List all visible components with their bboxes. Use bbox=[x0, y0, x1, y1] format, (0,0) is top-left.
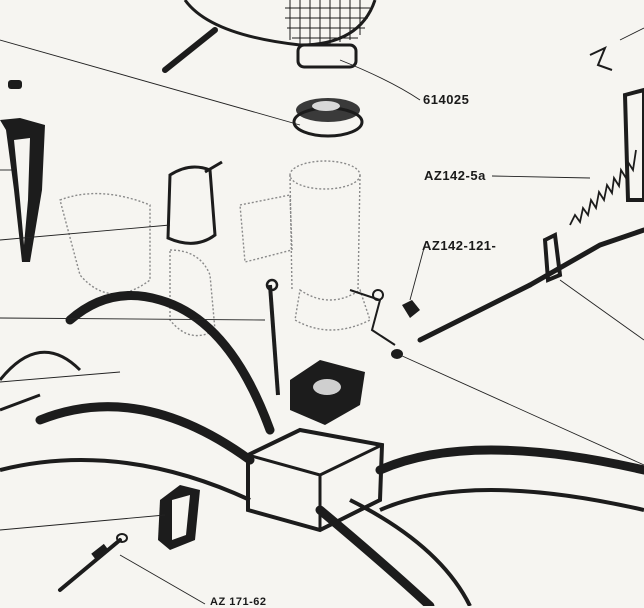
intake-manifold bbox=[0, 291, 644, 606]
leader-lines bbox=[0, 27, 644, 605]
bolt-and-spacer bbox=[58, 533, 128, 592]
small-clip-part bbox=[391, 300, 420, 359]
rubber-grommet-part bbox=[292, 98, 364, 138]
part-label-az171-62: AZ 171-62 bbox=[210, 596, 267, 608]
throttle-rod bbox=[417, 46, 644, 343]
manifold-center-block bbox=[246, 278, 385, 533]
part-label-az142-5a: AZ142-5a bbox=[424, 168, 486, 183]
carburettor-body bbox=[239, 160, 396, 346]
small-bracket-bottom bbox=[158, 485, 200, 550]
mounting-bracket-left bbox=[0, 80, 45, 262]
air-filter-housing bbox=[162, 0, 377, 73]
part-label-614025: 614025 bbox=[423, 92, 470, 107]
part-label-az142-121: AZ142-121- bbox=[422, 238, 497, 253]
